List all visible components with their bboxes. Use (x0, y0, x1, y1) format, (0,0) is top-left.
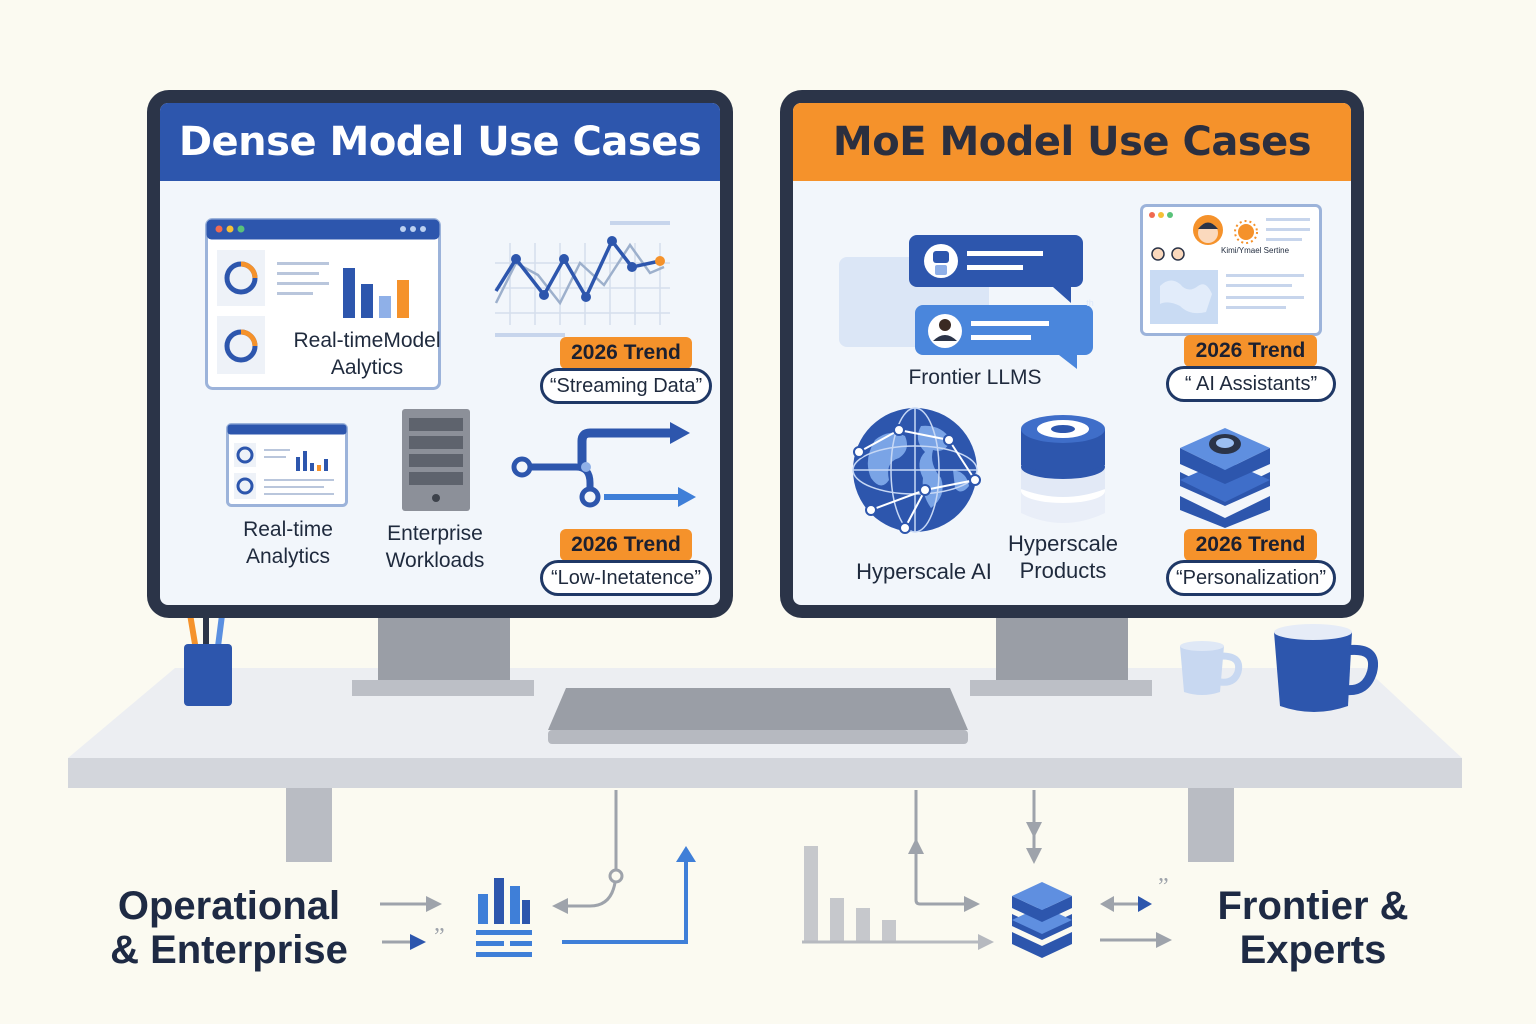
dense-monitor: Dense Model Use Cases Real-timeModel Aal… (147, 90, 733, 618)
server-rack-icon (402, 409, 470, 511)
globe-network-icon (852, 407, 981, 534)
moe-panel-title: MoE Model Use Cases (793, 103, 1351, 181)
small-cup-icon (1180, 641, 1243, 695)
right-quote-mark: ” (1158, 874, 1169, 900)
trend-badge-streaming: 2026 Trend (560, 337, 692, 369)
trend-badge-low-latency: 2026 Trend (560, 529, 692, 561)
realtime-analytics-window (226, 423, 348, 507)
analytics-window-label: Real-timeModel Aalytics (293, 329, 441, 379)
dense-screen: Dense Model Use Cases Real-timeModel Aal… (160, 103, 720, 605)
hyperscale-ai-label: Hyperscale AI (856, 559, 992, 584)
large-mug-icon (1274, 624, 1378, 712)
streaming-line-chart (494, 221, 670, 337)
operational-enterprise-title: Operational & Enterprise (110, 884, 348, 972)
bar-list-icon (476, 878, 532, 957)
trend-quote-personalization: “Personalization” (1166, 560, 1336, 596)
hyperscale-products-label: Hyperscale Products (1007, 531, 1119, 583)
stacked-cubes-icon (1012, 882, 1072, 958)
enterprise-workloads-label: Enterprise Workloads (385, 522, 485, 572)
database-stack-icon (1021, 415, 1105, 523)
analytics-dashboard-window (205, 218, 441, 390)
trend-quote-ai-assistants: “ AI Assistants” (1166, 366, 1336, 402)
ai-assistant-window (1140, 204, 1322, 336)
realtime-analytics-label: Real-time Analytics (243, 518, 333, 568)
grey-bar-chart-icon (804, 846, 896, 942)
assistant-window-caption: Kimi/Ymael Sertine (1221, 246, 1290, 255)
moe-monitor: MoE Model Use Cases th Frontier LLMS (780, 90, 1364, 618)
trend-badge-personalization: 2026 Trend (1184, 529, 1317, 561)
chat-bubbles-illustration (839, 235, 1093, 369)
layered-cube-icon (1180, 428, 1270, 528)
trend-badge-ai-assistants: 2026 Trend (1184, 335, 1317, 367)
trend-quote-low-latency: “Low-Inetatence” (540, 560, 712, 596)
left-quote-mark: ” (434, 924, 445, 950)
low-latency-routing-arrows (511, 422, 696, 508)
moe-screen: MoE Model Use Cases th Frontier LLMS (793, 103, 1351, 605)
frontier-experts-title: Frontier & Experts (1217, 884, 1409, 972)
dense-panel-title: Dense Model Use Cases (160, 103, 720, 181)
trend-quote-streaming: “Streaming Data” (540, 368, 712, 404)
frontier-llms-label: Frontier LLMS (908, 366, 1042, 389)
chat-bubble-tag: th (1086, 298, 1094, 308)
